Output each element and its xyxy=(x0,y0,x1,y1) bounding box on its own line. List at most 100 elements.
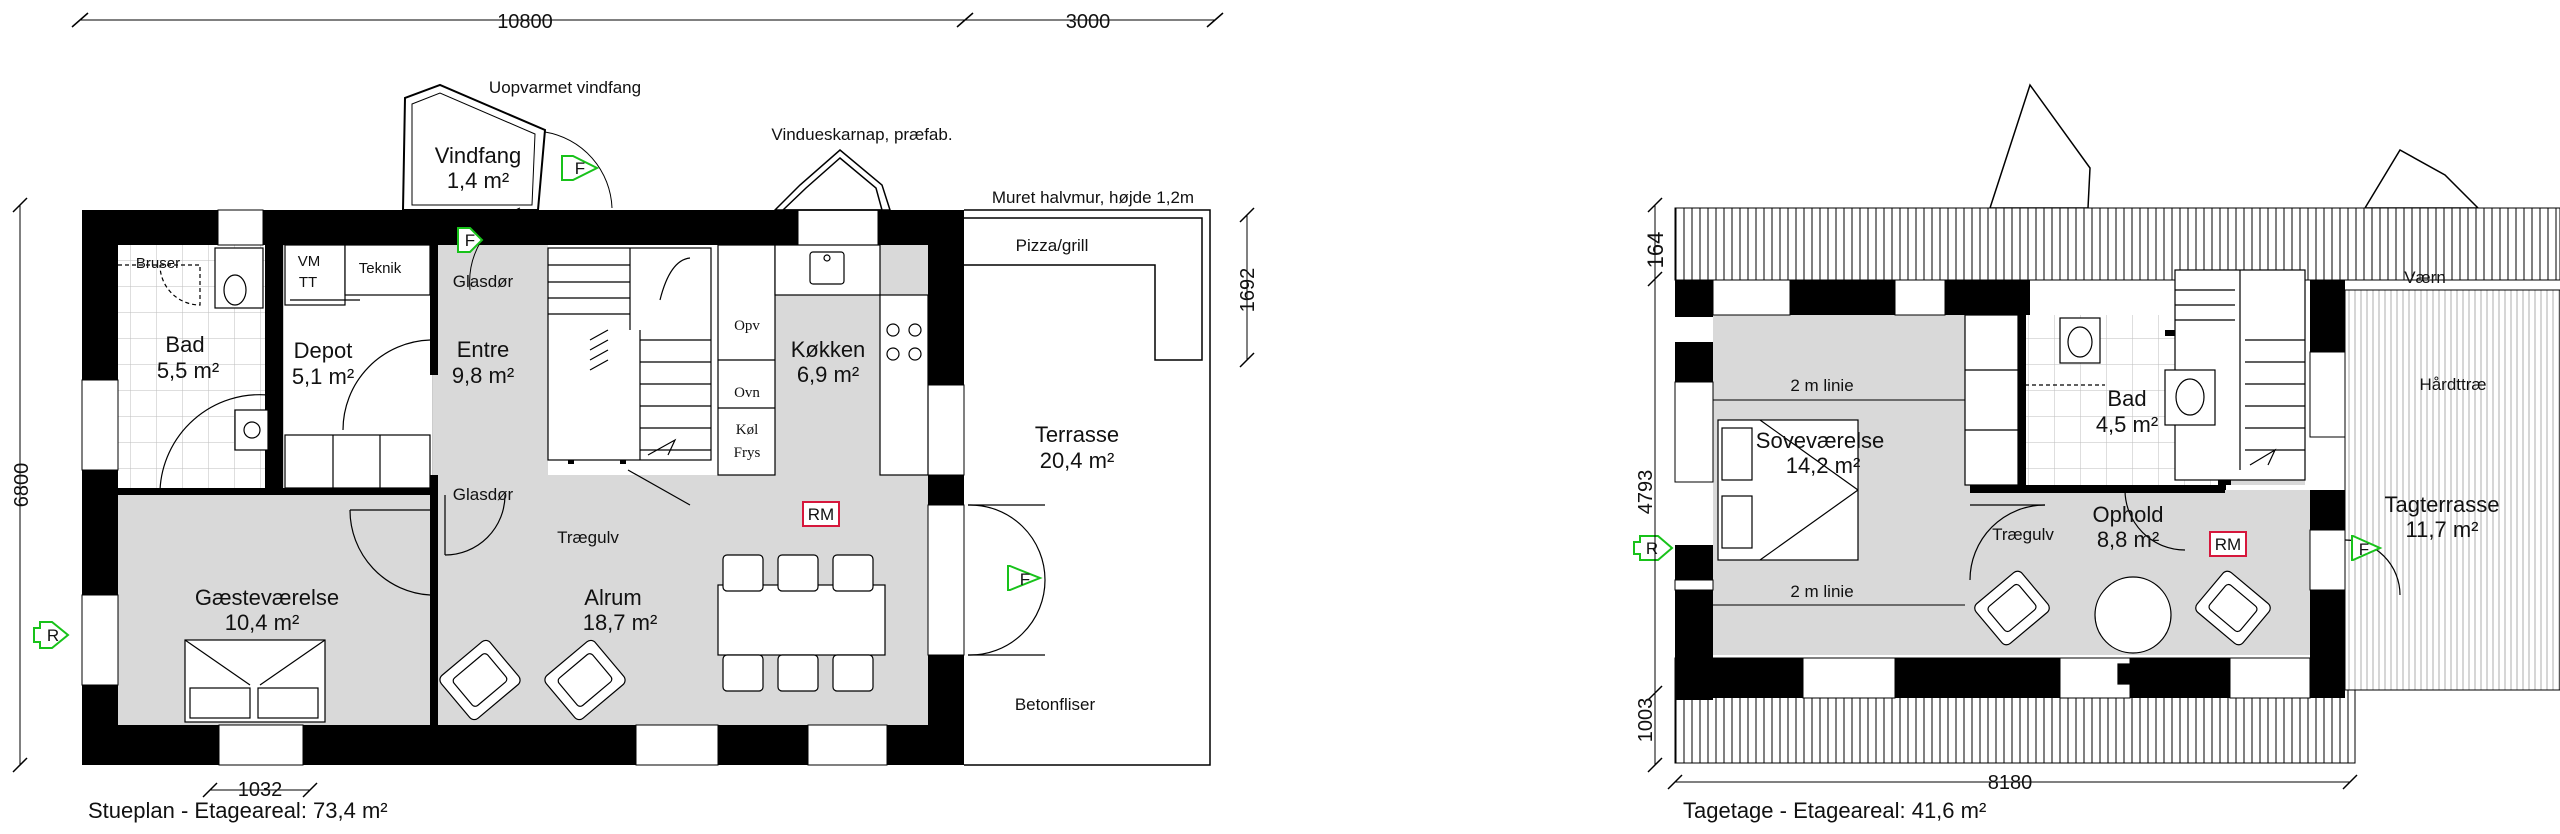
fire-marker-icon-terrace: F xyxy=(1007,565,1043,591)
svg-text:RM: RM xyxy=(808,505,834,524)
dim-bottom: 1032 xyxy=(238,779,283,801)
svg-text:F: F xyxy=(1020,570,1030,589)
kitchen-counters xyxy=(717,244,929,476)
attic-dim-left-bottom: 1003 xyxy=(1635,698,1657,743)
doors-ground xyxy=(349,469,1046,656)
svg-text:F: F xyxy=(2359,540,2369,559)
note-floor: Trægulv xyxy=(557,528,619,547)
rescue-marker-icon: R xyxy=(33,621,70,649)
dimension-top: 10800 3000 xyxy=(71,11,1224,33)
dimension-left: 6800 xyxy=(11,197,33,773)
attic-dimension-bottom: 8180 xyxy=(1667,772,2358,794)
attic-dim-bottom: 8180 xyxy=(1988,772,2033,794)
dimension-right: 1692 xyxy=(1237,207,1259,368)
roof-gables xyxy=(1988,83,2480,209)
room-gaest-name: Gæsteværelse xyxy=(195,585,339,610)
room-entre-name: Entre xyxy=(457,337,510,362)
floor-kitchen-gray xyxy=(775,295,880,475)
roof-top xyxy=(1674,207,2560,281)
attic-note-vaern: Værn xyxy=(2404,268,2446,287)
attic-room-ophold-area: 8,8 m² xyxy=(2097,527,2159,552)
attic-dim-left-top: 164 xyxy=(1643,232,1668,269)
attic-room-tagterrasse-area: 11,7 m² xyxy=(2406,517,2479,542)
wardrobes xyxy=(1964,314,2019,486)
ground-windows xyxy=(81,209,965,766)
attic-windows xyxy=(1674,279,2346,699)
room-bad-name: Bad xyxy=(165,332,204,357)
attic-note-line-bottom: 2 m linie xyxy=(1790,582,1853,601)
room-depot-area: 5,1 m² xyxy=(292,364,354,389)
attic-bed xyxy=(1717,419,1859,561)
fixture-tt: TT xyxy=(299,274,317,291)
attic-floor-plan: Soveværelse 14,2 m² Bad 4,5 m² Ophold 8,… xyxy=(1633,83,2560,823)
svg-text:F: F xyxy=(575,159,585,178)
attic-room-sove-area: 14,2 m² xyxy=(1786,453,1861,478)
attic-room-sove-name: Soveværelse xyxy=(1756,428,1884,453)
ground-caption: Stueplan - Etageareal: 73,4 m² xyxy=(88,798,388,823)
note-pizza: Pizza/grill xyxy=(1016,236,1089,255)
attic-note-line-top: 2 m linie xyxy=(1790,376,1853,395)
attic-rm-marker: RM xyxy=(2209,531,2247,557)
dim-top-main: 10800 xyxy=(497,11,553,33)
stair-ground xyxy=(547,247,712,461)
room-entre-area: 9,8 m² xyxy=(452,363,514,388)
fixture-teknik: Teknik xyxy=(359,260,402,277)
room-depot-name: Depot xyxy=(294,338,353,363)
depot-fixtures xyxy=(284,244,431,489)
terrace-half-wall xyxy=(964,209,1211,766)
svg-text:R: R xyxy=(47,626,59,645)
fixture-kol: Køl xyxy=(736,422,759,438)
svg-text:R: R xyxy=(1646,539,1658,558)
attic-dimension-left: 164 4793 1003 xyxy=(1635,197,1668,773)
attic-lounge xyxy=(1974,570,2271,685)
attic-fire-marker-icon: F xyxy=(2351,535,2383,561)
attic-room-ophold-name: Ophold xyxy=(2093,502,2164,527)
dim-right: 1692 xyxy=(1237,268,1259,313)
attic-room-bad-area: 4,5 m² xyxy=(2096,412,2158,437)
fixture-bruser: Bruser xyxy=(136,255,180,272)
fixture-vm: VM xyxy=(298,253,321,270)
dim-left: 6800 xyxy=(11,463,33,508)
dim-top-terrace: 3000 xyxy=(1066,11,1111,33)
fixture-frys: Frys xyxy=(734,445,761,461)
svg-text:RM: RM xyxy=(2215,535,2241,554)
room-alrum-area: 18,7 m² xyxy=(583,610,658,635)
attic-note-hardtrae: Hårdttræ xyxy=(2419,375,2486,394)
room-gaest-area: 10,4 m² xyxy=(225,610,300,635)
fixture-ovn: Ovn xyxy=(734,385,760,401)
vestibule xyxy=(401,83,613,291)
room-vindfang-name: Vindfang xyxy=(435,143,521,168)
note-half-wall: Muret halvmur, højde 1,2m xyxy=(992,188,1194,207)
dining-set xyxy=(717,554,886,692)
bathroom-fixtures xyxy=(118,247,269,491)
room-alrum-name: Alrum xyxy=(584,585,641,610)
room-terrasse-area: 20,4 m² xyxy=(1040,448,1115,473)
room-kokken-name: Køkken xyxy=(791,337,866,362)
note-vestibule: Uopvarmet vindfang xyxy=(489,78,641,97)
note-glass-door-1: Glasdør xyxy=(453,272,514,291)
fire-marker-icon-vestibule: F xyxy=(561,155,600,181)
room-terrasse-name: Terrasse xyxy=(1035,422,1119,447)
attic-room-bad-name: Bad xyxy=(2107,386,2146,411)
guest-bed xyxy=(184,639,326,723)
attic-dim-left-mid: 4793 xyxy=(1635,470,1657,515)
room-kokken-area: 6,9 m² xyxy=(797,362,859,387)
ground-floor-plan: 10800 3000 6800 1692 1032 xyxy=(11,11,1259,823)
fixture-opv: Opv xyxy=(734,318,760,334)
rm-marker-ground: RM xyxy=(802,501,840,527)
attic-note-floor: Trægulv xyxy=(1992,525,2054,544)
room-vindfang-area: 1,4 m² xyxy=(447,168,509,193)
armchairs-ground xyxy=(439,639,626,721)
fire-marker-icon-door: F xyxy=(457,227,484,253)
room-bad-area: 5,5 m² xyxy=(157,358,219,383)
two-meter-lines xyxy=(1713,399,1965,606)
note-glass-door-2: Glasdør xyxy=(453,485,514,504)
note-window-bay: Vindueskarnap, præfab. xyxy=(771,125,952,144)
dimension-bottom: 1032 xyxy=(202,779,318,801)
note-paving: Betonfliser xyxy=(1015,695,1096,714)
attic-room-tagterrasse-name: Tagterrasse xyxy=(2385,492,2500,517)
attic-bath-fixtures xyxy=(2025,317,2216,426)
attic-caption: Tagetage - Etageareal: 41,6 m² xyxy=(1683,798,1986,823)
attic-rescue-marker-icon: R xyxy=(1633,535,1674,561)
